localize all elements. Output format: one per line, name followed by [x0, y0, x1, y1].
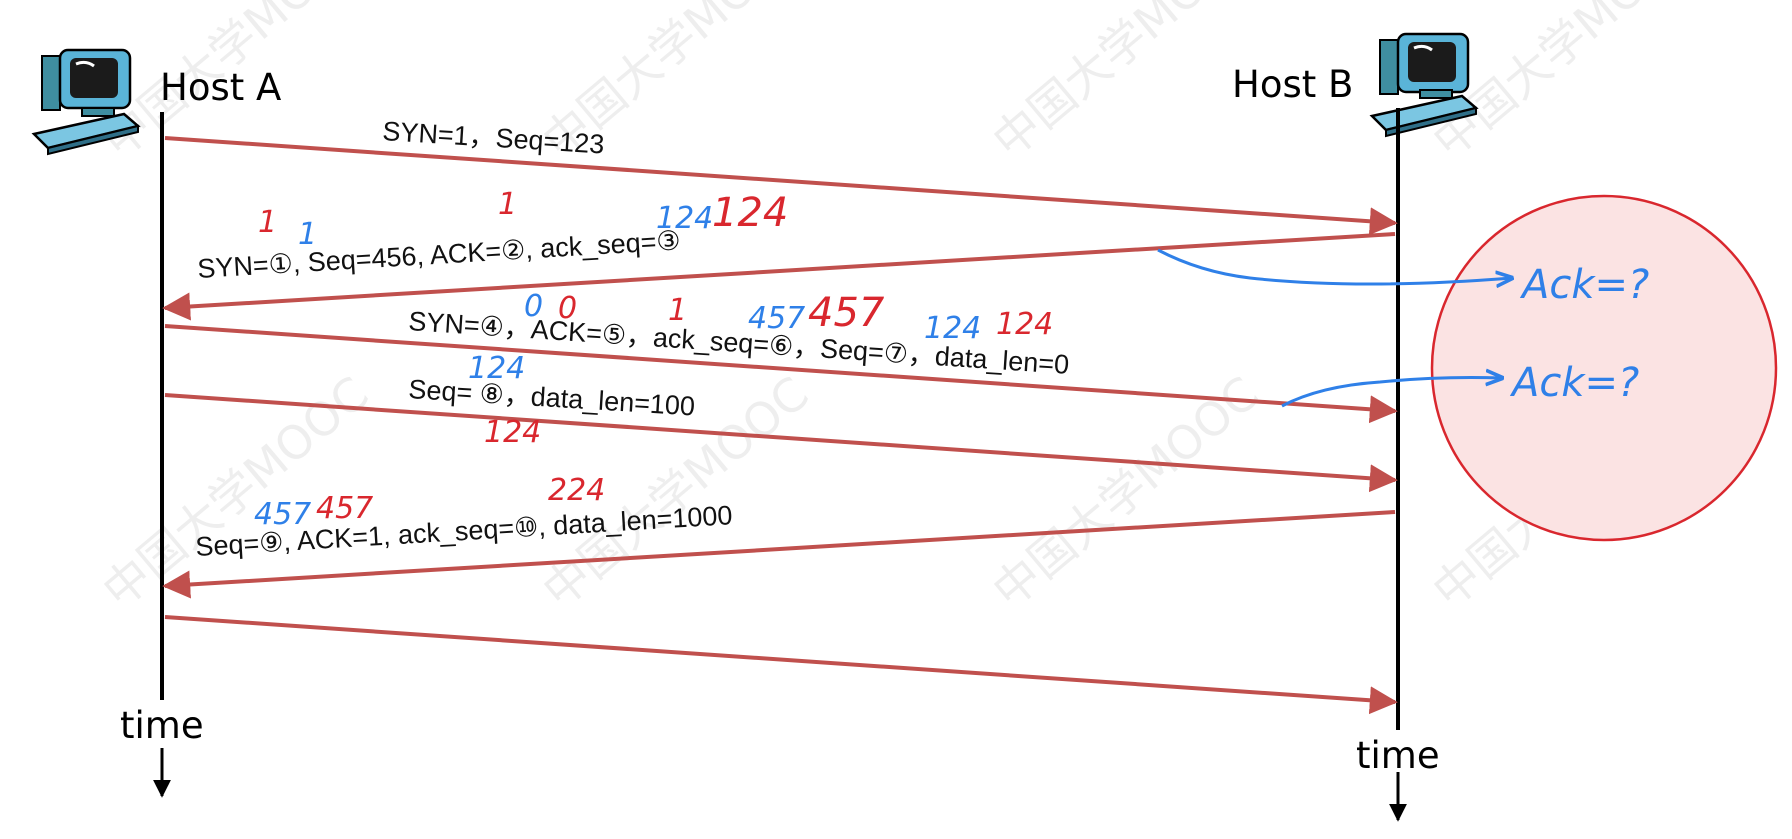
- handwritten-annotations: 1 1 1 124 124 0 0 1 457 457 124 124 124 …: [254, 187, 1649, 532]
- annotation-ans3-red: 124: [712, 190, 788, 236]
- computer-icon-host-b: [1369, 32, 1479, 138]
- watermark-text: 中国大学MOOC: [982, 366, 1268, 618]
- annotation-ans1-red: 1: [258, 205, 277, 240]
- highlight-circle: [1430, 194, 1778, 542]
- annotation-question-1: Ack=?: [1519, 262, 1649, 308]
- annotation-ans8-red: 124: [484, 415, 541, 450]
- message-arrow-ack: [164, 324, 1398, 424]
- annotation-ans7-red: 124: [996, 307, 1053, 342]
- annotation-ans10-red: 224: [548, 473, 605, 508]
- message-arrow-data-1000: [162, 510, 1396, 599]
- annotation-question-2: Ack=?: [1509, 360, 1639, 406]
- annotation-ans5-red: 1: [668, 293, 687, 328]
- host-b-time-label: time: [1356, 734, 1440, 777]
- annotation-ans6-red: 457: [808, 290, 885, 336]
- annotation-ans7-blue: 124: [924, 311, 981, 346]
- host-a-label: Host A: [160, 66, 281, 109]
- annotation-arrow-1: [1157, 248, 1512, 284]
- message-arrow-data-100: [164, 393, 1398, 493]
- message-arrow-final: [164, 615, 1398, 715]
- annotation-ans9-red: 457: [316, 491, 373, 526]
- annotation-ans2-red: 1: [498, 187, 517, 222]
- annotation-arrow-2: [1281, 378, 1502, 408]
- annotation-ans4-blue: 0: [524, 289, 543, 324]
- annotation-ans4-red: 0: [558, 291, 577, 326]
- annotation-ans8-blue: 124: [468, 351, 525, 386]
- watermark-text: 中国大学MOOC: [982, 0, 1268, 168]
- annotation-ans9-blue: 457: [254, 497, 311, 532]
- host-a-time-label: time: [120, 704, 204, 747]
- host-b-label: Host B: [1232, 63, 1353, 106]
- annotation-ans6-blue: 457: [748, 301, 805, 336]
- message-arrow-syn-ack: [162, 232, 1396, 321]
- annotation-ans1-blue: 1: [298, 217, 317, 252]
- annotation-ans3-blue: 124: [656, 201, 713, 236]
- computer-icon-host-a: [31, 48, 141, 156]
- message-arrow-syn: [164, 136, 1398, 236]
